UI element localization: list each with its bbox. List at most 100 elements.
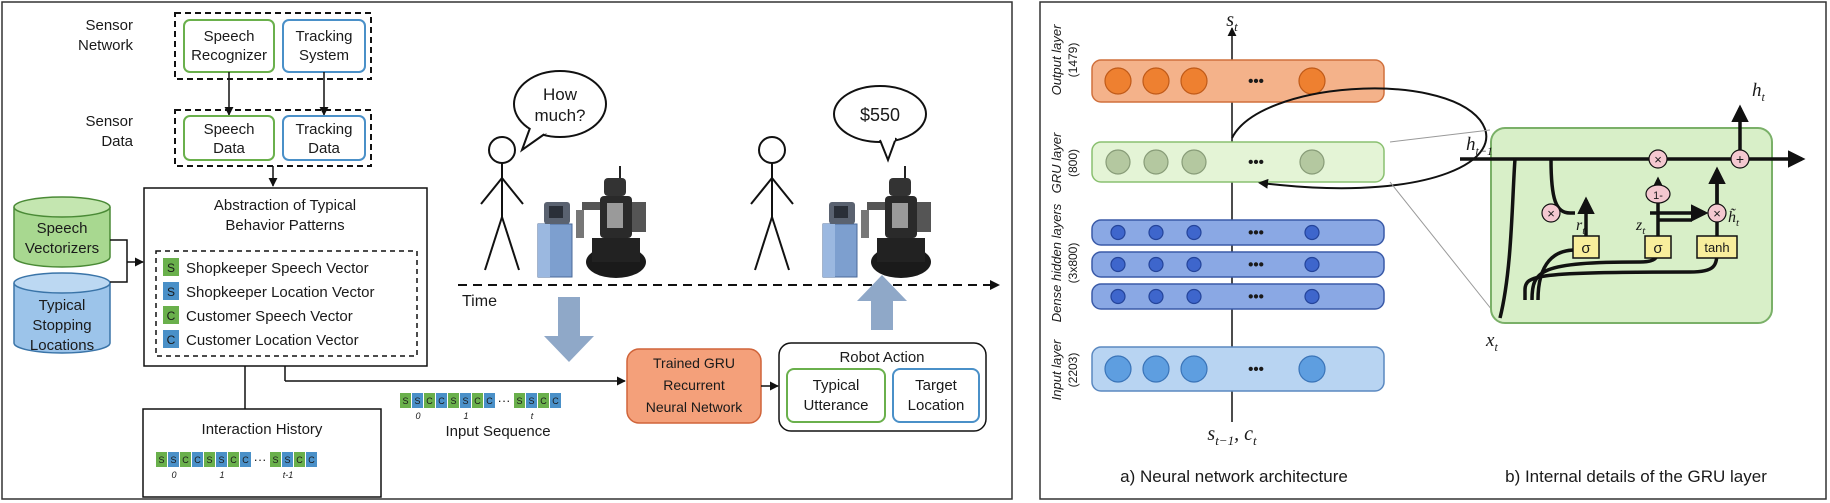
gru-layer-size: (800) <box>1066 149 1080 177</box>
dense-layer-band-2-dots: ••• <box>1248 257 1264 274</box>
up-arrow-from-action <box>857 275 907 330</box>
dense-layer-band-1-dots: ••• <box>1248 225 1264 242</box>
dense-layer-band-1-neuron <box>1186 224 1202 241</box>
input-layer-band-dots: ••• <box>1248 361 1264 378</box>
candidate-multiply-label: × <box>1713 206 1721 221</box>
speech-data-label-1: Speech <box>204 121 255 138</box>
gru-box-line-1: Trained GRU <box>653 355 735 371</box>
speech-recognizer-label-1: Speech <box>204 28 255 45</box>
output-layer-band-neuron <box>1142 67 1170 95</box>
one-minus-op <box>1645 184 1671 204</box>
typical-utterance-label-1: Typical <box>813 377 860 394</box>
dense-layer-band-3 <box>1091 283 1385 310</box>
zoom-line-top <box>1389 129 1491 143</box>
reset-multiply-op <box>1541 203 1561 223</box>
dense-layer-band-2-neuron <box>1110 256 1126 273</box>
speech-vectorizers-label-1: Speech <box>37 220 88 237</box>
history-cell <box>240 452 251 467</box>
history-index: 1 <box>219 470 224 480</box>
vector-label-0: Shopkeeper Speech Vector <box>186 260 369 277</box>
gru-layer-title: GRU layer <box>1049 132 1064 193</box>
reset-gate-sigma <box>1572 235 1600 259</box>
dense-layer-band-1-neuron <box>1110 224 1126 241</box>
history-cell-letter: C <box>296 455 303 465</box>
history-cell <box>228 452 239 467</box>
input-cell-letter: C <box>438 396 445 406</box>
stopping-locations-label-1: Typical <box>39 297 86 314</box>
input-layer-size: (2203) <box>1066 353 1080 388</box>
speech-vectorizers-db <box>13 196 111 268</box>
input-cell <box>472 393 483 408</box>
product-stand-1 <box>537 202 573 278</box>
dense-layer-band-3-neuron <box>1186 288 1202 305</box>
input-layer-band-neuron <box>1298 355 1326 383</box>
reset-gate-sigma-label: σ <box>1581 240 1591 257</box>
input-layer-band-neuron <box>1180 355 1208 383</box>
vector-tag-1 <box>163 282 179 300</box>
input-cell-letter: C <box>426 396 433 406</box>
history-cell <box>270 452 281 467</box>
tracking-data-label-1: Tracking <box>296 121 353 138</box>
history-cell-letter: S <box>206 455 212 465</box>
dense-layer-band-3-neuron <box>1304 288 1320 305</box>
history-ellipsis: ··· <box>254 452 267 467</box>
bubble-1-line-1: How <box>543 85 578 104</box>
dense-layer-band-3-neuron <box>1148 288 1164 305</box>
history-cell-letter: S <box>272 455 278 465</box>
input-layer-title: Input layer <box>1049 339 1064 400</box>
caption-b: b) Internal details of the GRU layer <box>1505 467 1767 486</box>
abstraction-box <box>143 187 428 367</box>
customer-figure-2 <box>750 136 794 271</box>
history-cell <box>180 452 191 467</box>
vector-tag-letter-3: C <box>167 333 176 347</box>
input-index: t <box>531 411 534 421</box>
history-cell-letter: S <box>284 455 290 465</box>
dense-layer-band-3-neuron <box>1110 288 1126 305</box>
caption-a: a) Neural network architecture <box>1120 467 1348 486</box>
tracking-data-box <box>282 115 366 161</box>
sensor-network-label-1: Sensor <box>85 17 133 34</box>
history-cell <box>216 452 227 467</box>
nn-layers: ••••••••••••••••••Output layer(1479)GRU … <box>1049 24 1385 400</box>
input-cell-letter: C <box>474 396 481 406</box>
gru-layer-band-dots: ••• <box>1248 154 1264 171</box>
history-cell-letter: C <box>308 455 315 465</box>
stopping-locations-label-3: Locations <box>30 337 94 354</box>
dense-layer-band-2-neuron <box>1148 256 1164 273</box>
gru-layer-band-neuron <box>1181 149 1207 175</box>
output-layer-band-neuron <box>1180 67 1208 95</box>
input-index: 1 <box>463 411 468 421</box>
output-layer-title: Output layer <box>1049 24 1064 95</box>
output-layer-band <box>1091 59 1385 103</box>
history-cell-letter: C <box>182 455 189 465</box>
sensor-network-label-2: Network <box>78 37 134 54</box>
target-location-label-1: Target <box>915 377 958 394</box>
input-cell <box>448 393 459 408</box>
input-ellipsis: ··· <box>498 393 511 408</box>
gru-box-line-3: Neural Network <box>646 399 743 415</box>
dense-layer-band-1-neuron <box>1148 224 1164 241</box>
history-cell <box>306 452 317 467</box>
gru-recurrence-loop <box>1231 87 1488 190</box>
output-layer-band-dots: ••• <box>1248 73 1264 90</box>
update-gate-sigma <box>1644 235 1672 259</box>
output-layer-size: (1479) <box>1066 43 1080 78</box>
speech-recognizer-label-2: Recognizer <box>191 47 267 64</box>
vector-tag-2 <box>163 306 179 324</box>
add-label: + <box>1736 151 1744 167</box>
speech-vectorizers-label-2: Vectorizers <box>25 240 99 257</box>
bubble-2-text: $550 <box>860 105 900 125</box>
update-gate-sigma-label: σ <box>1653 240 1663 257</box>
history-index: t-1 <box>283 470 294 480</box>
one-minus-label: 1- <box>1653 190 1663 202</box>
sensor-data-label-1: Sensor <box>85 113 133 130</box>
vector-label-3: Customer Location Vector <box>186 332 359 349</box>
output-layer-band-neuron <box>1298 67 1326 95</box>
zoom-line-bottom <box>1389 181 1493 311</box>
gru-layer-band-neuron <box>1143 149 1169 175</box>
gru-layer-band <box>1091 141 1385 183</box>
input-cell-letter: S <box>414 396 420 406</box>
